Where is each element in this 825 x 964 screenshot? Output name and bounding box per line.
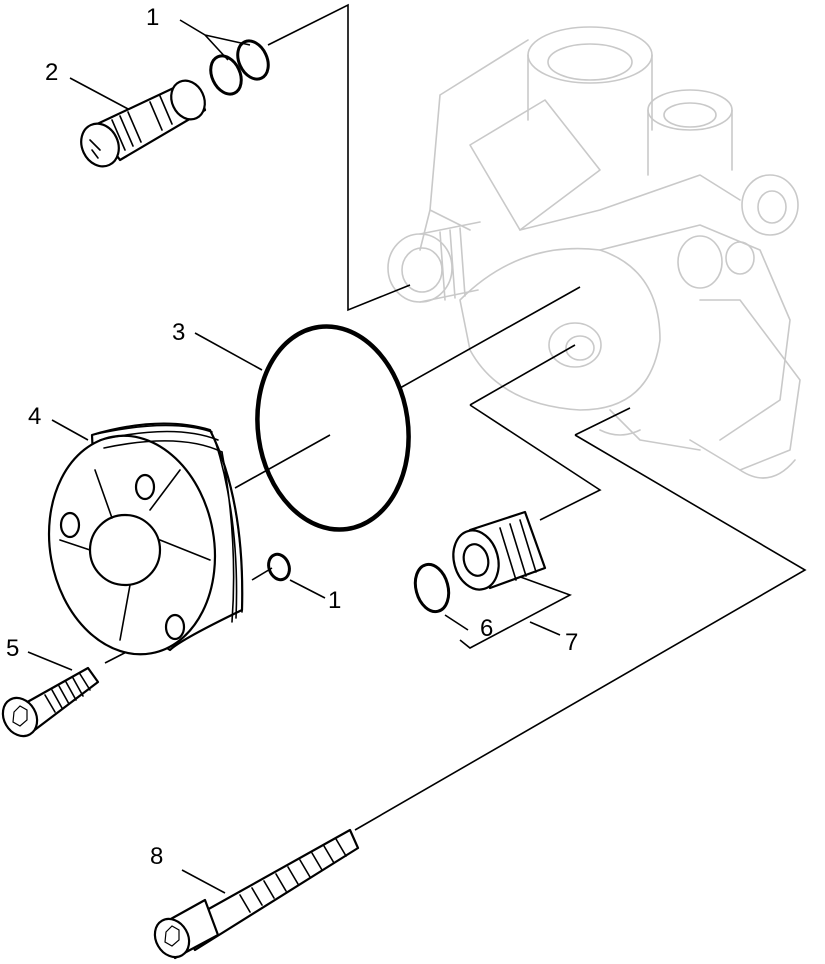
callout-2: 2 — [45, 59, 58, 86]
socket-bolt-long — [153, 828, 360, 960]
o-ring-pair-top — [209, 39, 270, 96]
large-o-ring — [255, 324, 411, 532]
callout-3: 3 — [172, 319, 185, 346]
pump-housing-ghost — [387, 26, 801, 479]
callout-7: 7 — [565, 629, 578, 656]
valve-seat-assembly — [413, 510, 547, 614]
cover-flange — [47, 422, 244, 656]
callout-4: 4 — [28, 403, 41, 430]
callout-8: 8 — [150, 843, 163, 870]
valve-insert — [80, 79, 207, 168]
callout-labels: 1 2 3 4 1 5 6 7 8 — [6, 4, 578, 870]
callout-6: 6 — [480, 615, 493, 642]
callout-1-top: 1 — [146, 4, 159, 31]
callout-1-side: 1 — [328, 587, 341, 614]
socket-screw-short — [1, 666, 100, 738]
callout-5: 5 — [6, 635, 19, 662]
o-ring-small-side — [267, 552, 291, 582]
leader-lines — [27, 3, 807, 894]
